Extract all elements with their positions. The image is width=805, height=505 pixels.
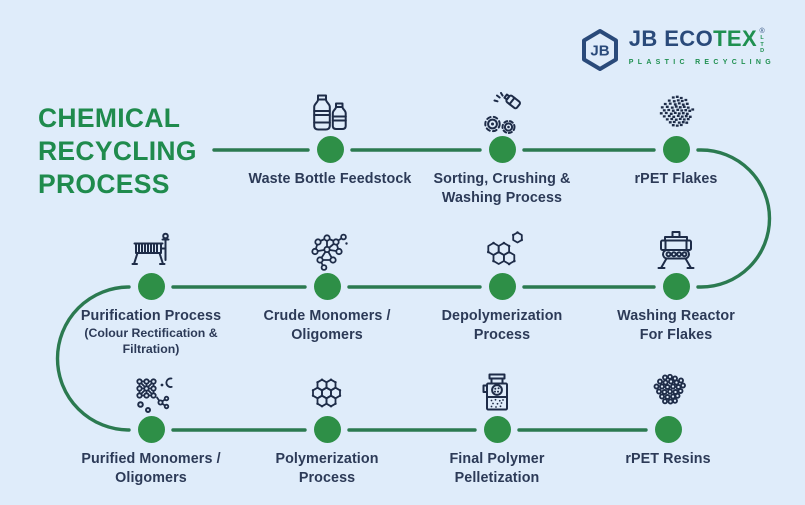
process-node — [662, 136, 690, 163]
step-label: Final Polymer Pelletization — [449, 451, 545, 486]
hexagon-molecules-icon — [478, 219, 526, 271]
step-depolymerization-process: Depolymerization Process — [407, 219, 597, 345]
waste-bottles-icon — [306, 82, 354, 134]
step-label: Crude Monomers / Oligomers — [263, 308, 391, 343]
logo-monogram: JB — [590, 43, 609, 60]
step-purification-process: Purification Process (Colour Rectificati… — [56, 219, 246, 357]
step-sublabel: (Colour Rectification & Filtration) — [84, 325, 218, 356]
step-final-polymer-pelletization: Final Polymer Pelletization — [402, 362, 592, 488]
filter-bed-icon — [127, 219, 175, 271]
company-logo: JB JB ECOTEX ® LTD PLASTIC RECYCLING — [580, 28, 775, 72]
step-rpet-resins: rPET Resins — [573, 362, 763, 469]
pelletizer-machine-icon — [473, 362, 521, 414]
step-label: Waste Bottle Feedstock — [248, 171, 412, 187]
step-purified-monomers-oligomers: Purified Monomers / Oligomers — [56, 362, 246, 488]
resin-pellets-icon — [644, 362, 692, 414]
logo-wordmark-accent: TEX — [713, 26, 758, 51]
process-node — [662, 273, 690, 300]
rpet-flakes-icon — [652, 82, 700, 134]
process-node — [483, 416, 511, 443]
step-waste-bottle-feedstock: Waste Bottle Feedstock — [235, 82, 425, 189]
process-node — [137, 416, 165, 443]
crusher-gears-icon — [478, 82, 526, 134]
process-node — [313, 416, 341, 443]
step-washing-reactor: Washing Reactor For Flakes — [581, 219, 771, 345]
step-label: Depolymerization Process — [441, 308, 563, 343]
step-label: rPET Flakes — [634, 171, 718, 187]
process-node — [654, 416, 682, 443]
logo-suffix: LTD — [760, 35, 765, 55]
step-label: Polymerization Process — [275, 451, 379, 486]
step-rpet-flakes: rPET Flakes — [581, 82, 771, 189]
step-sorting-crushing-washing: Sorting, Crushing & Washing Process — [407, 82, 597, 208]
molecule-cluster-icon — [127, 362, 175, 414]
process-node — [313, 273, 341, 300]
honeycomb-polymer-icon — [303, 362, 351, 414]
step-polymerization-process: Polymerization Process — [232, 362, 422, 488]
molecule-network-icon — [303, 219, 351, 271]
logo-wordmark-primary: JB ECO — [628, 26, 714, 51]
page-title: CHEMICAL RECYCLING PROCESS — [38, 103, 197, 199]
step-label: Purified Monomers / Oligomers — [81, 451, 221, 486]
logo-wordmark: JB ECOTEX — [629, 28, 757, 50]
step-label: Purification Process — [80, 308, 222, 324]
logo-tagline: PLASTIC RECYCLING — [628, 58, 775, 66]
registered-mark: ® — [759, 28, 765, 35]
process-node — [488, 273, 516, 300]
process-node — [488, 136, 516, 163]
step-label: Sorting, Crushing & Washing Process — [433, 171, 571, 206]
process-node — [316, 136, 344, 163]
washing-reactor-icon — [652, 219, 700, 271]
hexagon-logo-icon: JB — [581, 29, 618, 71]
step-label: rPET Resins — [625, 451, 711, 467]
process-node — [137, 273, 165, 300]
step-crude-monomers-oligomers: Crude Monomers / Oligomers — [232, 219, 422, 345]
step-label: Washing Reactor For Flakes — [617, 308, 735, 343]
